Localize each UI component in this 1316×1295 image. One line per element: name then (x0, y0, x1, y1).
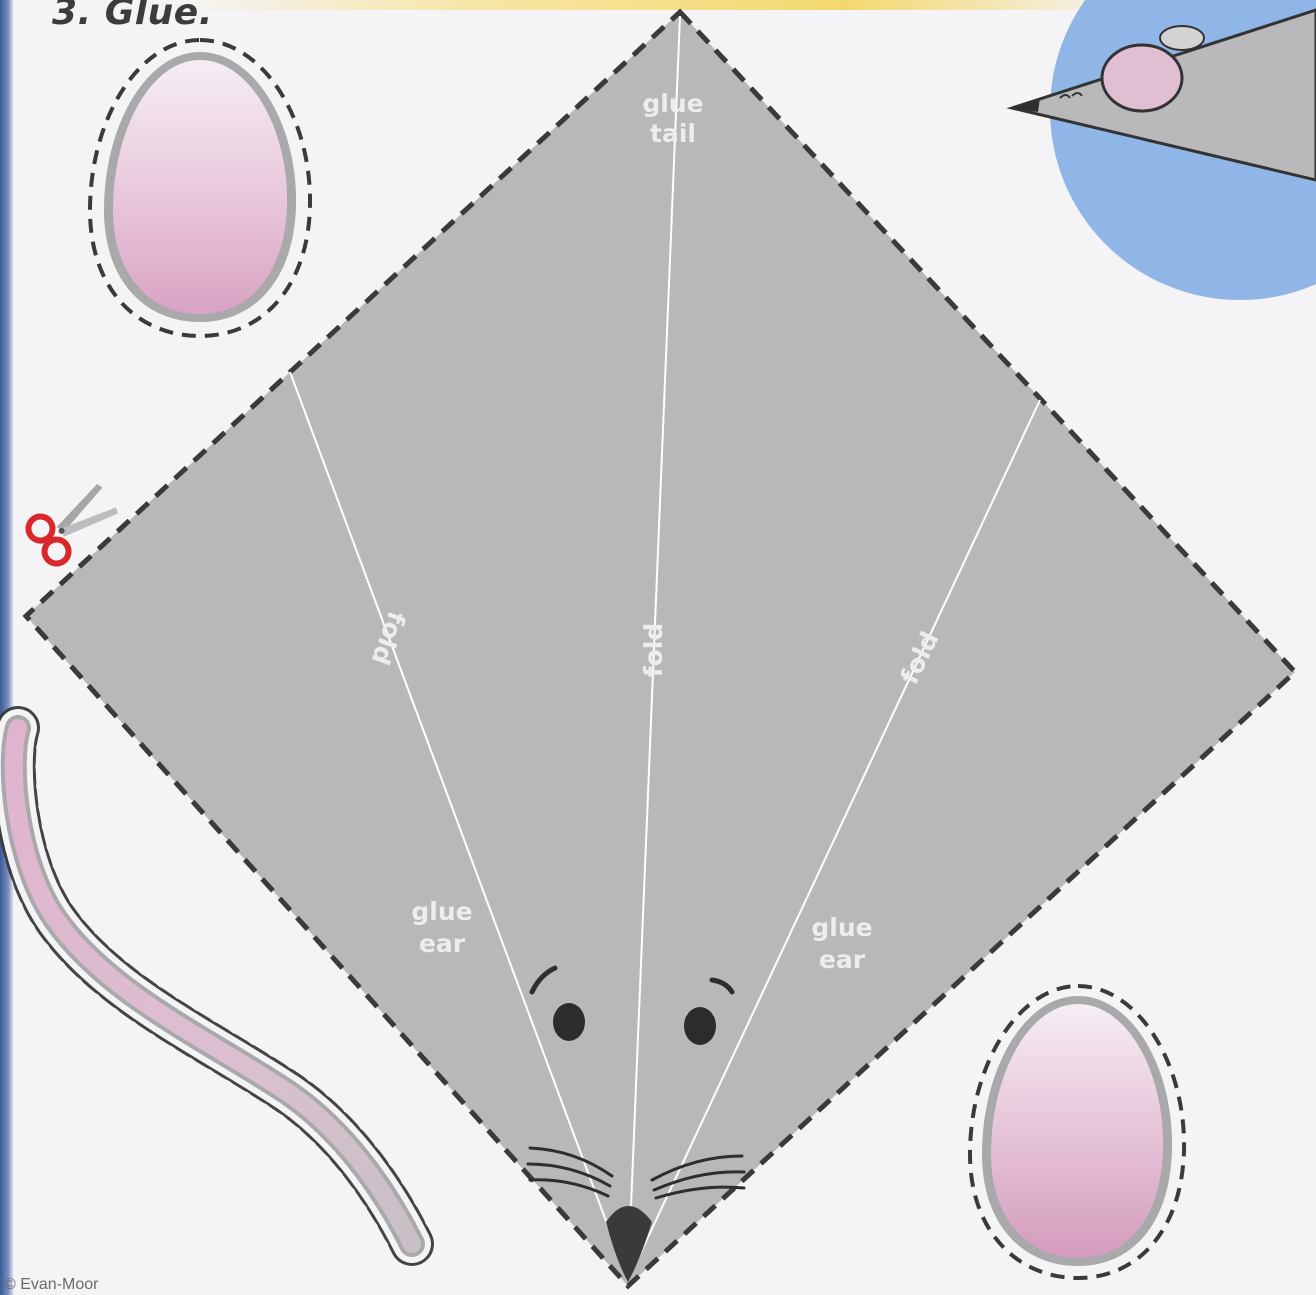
step-title: 3. Glue. (52, 0, 213, 33)
glue-ear-left-label-line1: glue (411, 897, 472, 926)
glue-ear-left-label-line2: ear (419, 929, 466, 958)
glue-ear-right-label-line2: ear (819, 945, 866, 974)
eye-left (553, 1003, 585, 1041)
glue-tail-label-line1: glue (642, 89, 703, 118)
eye-right (684, 1007, 716, 1045)
copyright-text: © Evan-Moor (4, 1276, 98, 1294)
ear-cutout-top-left[interactable] (90, 40, 310, 336)
glue-tail-label-line2: tail (650, 119, 696, 148)
glue-ear-right-label-line1: glue (811, 913, 872, 942)
fold-label-center: fold (639, 623, 668, 678)
ear-cutout-bottom-right[interactable] (970, 986, 1184, 1278)
mouse-preview-icon (1012, 0, 1316, 300)
